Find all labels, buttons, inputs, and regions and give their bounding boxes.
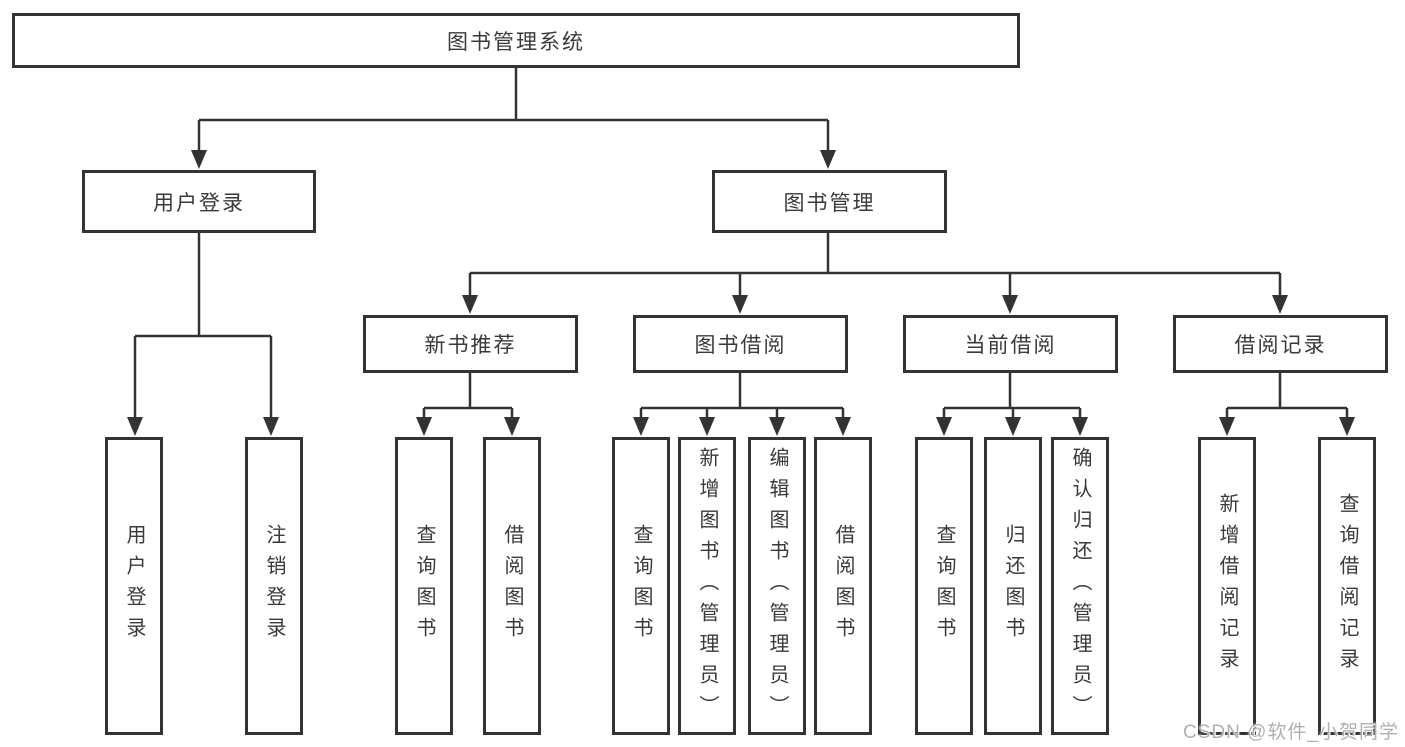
node-new-book-recommend: 新书推荐: [363, 315, 578, 373]
leaf-confirm-return-admin: 确认归还（管理员）: [1051, 437, 1109, 735]
leaf-query-borrow-record-label: 查询借阅记录: [1336, 493, 1358, 679]
node-book-management: 图书管理: [712, 170, 947, 233]
leaf-query-books-current: 查询图书: [915, 437, 973, 735]
leaf-add-borrow-record-label: 新增借阅记录: [1216, 493, 1238, 679]
node-root-system: 图书管理系统: [12, 13, 1020, 68]
leaf-borrow-books-borrowing: 借阅图书: [814, 437, 872, 735]
leaf-logout: 注销登录: [245, 437, 303, 735]
leaf-query-books-borrowing: 查询图书: [612, 437, 670, 735]
node-borrowing-records-label: 借阅记录: [1234, 334, 1327, 357]
leaf-query-borrow-record: 查询借阅记录: [1318, 437, 1376, 735]
leaf-return-books-label: 归还图书: [1002, 524, 1024, 648]
node-current-borrowing: 当前借阅: [903, 315, 1118, 373]
leaf-edit-books-admin-label: 编辑图书（管理员）: [766, 446, 788, 726]
leaf-borrow-books-borrowing-label: 借阅图书: [832, 524, 854, 648]
leaf-query-books-recommend-label: 查询图书: [413, 524, 435, 648]
leaf-add-books-admin: 新增图书（管理员）: [678, 437, 736, 735]
leaf-query-books-borrowing-label: 查询图书: [630, 524, 652, 648]
node-new-book-recommend-label: 新书推荐: [424, 334, 517, 357]
leaf-logout-label: 注销登录: [263, 524, 285, 648]
leaf-borrow-books-recommend-label: 借阅图书: [501, 524, 523, 648]
leaf-user-login: 用户登录: [105, 437, 163, 735]
leaf-user-login-label: 用户登录: [123, 524, 145, 648]
node-borrowing-records: 借阅记录: [1173, 315, 1388, 373]
node-book-borrowing: 图书借阅: [633, 315, 848, 373]
leaf-query-books-current-label: 查询图书: [933, 524, 955, 648]
arrowheads: [127, 150, 1355, 436]
leaf-borrow-books-recommend: 借阅图书: [483, 437, 541, 735]
leaf-add-borrow-record: 新增借阅记录: [1198, 437, 1256, 735]
node-book-management-label: 图书管理: [783, 191, 876, 215]
csdn-watermark: CSDN @软件_小贺同学: [1183, 722, 1399, 743]
leaf-query-books-recommend: 查询图书: [395, 437, 453, 735]
leaf-return-books: 归还图书: [984, 437, 1042, 735]
node-user-login-label: 用户登录: [153, 191, 245, 215]
node-book-borrowing-label: 图书借阅: [694, 334, 787, 357]
leaf-edit-books-admin: 编辑图书（管理员）: [748, 437, 806, 735]
node-user-login: 用户登录: [82, 170, 316, 233]
leaf-add-books-admin-label: 新增图书（管理员）: [696, 446, 718, 726]
node-current-borrowing-label: 当前借阅: [964, 334, 1057, 357]
leaf-confirm-return-admin-label: 确认归还（管理员）: [1069, 446, 1091, 726]
node-root-label: 图书管理系统: [447, 30, 585, 54]
